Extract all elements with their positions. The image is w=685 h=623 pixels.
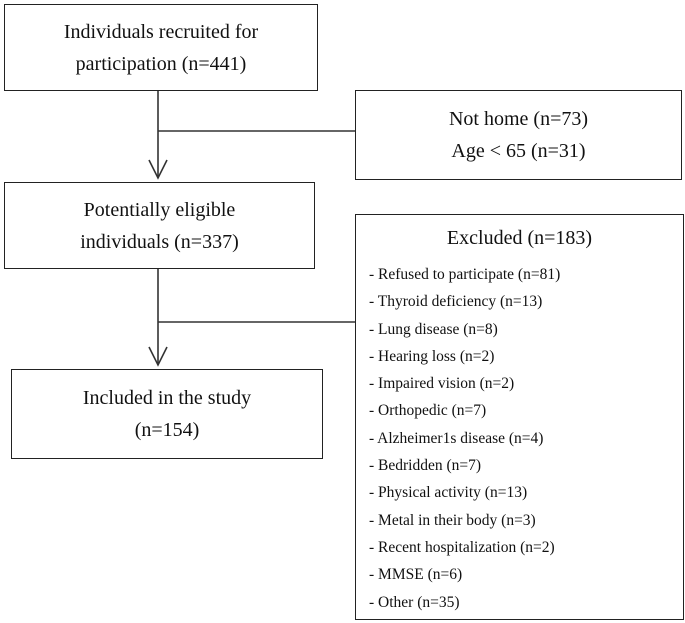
included-box: Included in the study (n=154) [11,369,323,459]
eligible-box: Potentially eligible individuals (n=337) [4,182,315,269]
excluded-item: - Lung disease (n=8) [369,320,498,338]
arrowhead-to-included [148,346,168,367]
excluded-item: - Metal in their body (n=3) [369,511,536,529]
not-home-line-1: Not home (n=73) [448,108,589,130]
eligible-line-2: individuals (n=337) [80,230,239,253]
eligible-line-1: Potentially eligible [83,198,236,221]
included-line-1: Included in the study [82,387,252,409]
not-home-box: Not home (n=73) Age < 65 (n=31) [355,90,682,180]
excluded-item: - Thyroid deficiency (n=13) [369,293,543,311]
excluded-item: - Physical activity (n=13) [369,484,528,502]
included-line-2: (n=154) [134,419,200,441]
excluded-item: - Hearing loss (n=2) [369,347,495,365]
recruited-line-2: participation (n=441) [75,52,247,75]
excluded-title: Excluded (n=183) [446,227,593,249]
excluded-item: - Orthopedic (n=7) [369,402,487,420]
excluded-item: - Other (n=35) [369,593,460,611]
excluded-item: - Bedridden (n=7) [369,457,482,475]
excluded-list: - Refused to participate (n=81) - Thyroi… [369,261,560,616]
excluded-item: - Refused to participate (n=81) [369,266,561,283]
excluded-item: - MMSE (n=6) [369,566,463,584]
recruited-box: Individuals recruited for participation … [4,4,318,91]
recruited-line-1: Individuals recruited for [63,20,259,43]
excluded-item: - Recent hospitalization (n=2) [369,538,555,556]
excluded-item: - Alzheimer1s disease (n=4) [369,429,544,447]
arrowhead-to-eligible [148,159,168,180]
not-home-line-2: Age < 65 (n=31) [451,140,586,162]
excluded-box: Excluded (n=183) - Refused to participat… [355,214,684,620]
excluded-item: - Impaired vision (n=2) [369,375,515,393]
